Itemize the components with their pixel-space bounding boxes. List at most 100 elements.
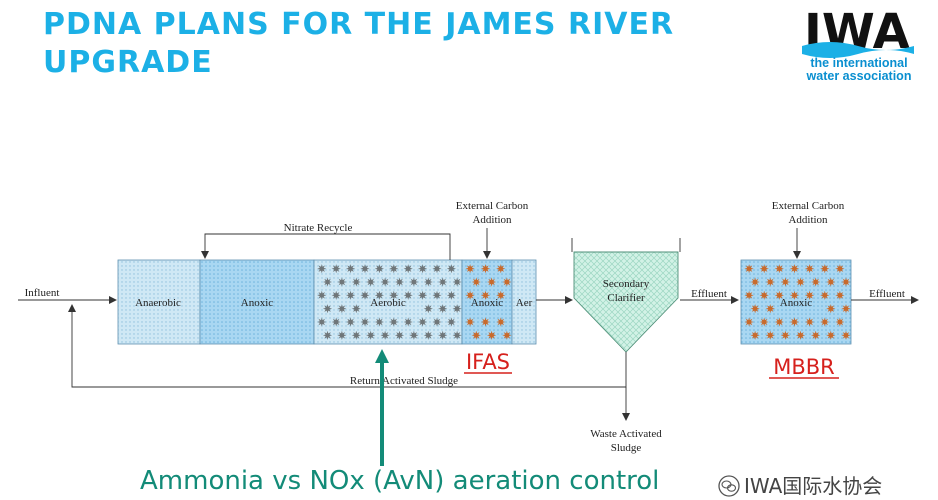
clarifier-label-1: Secondary [603, 278, 650, 290]
carrier-media-glyph [418, 317, 428, 327]
effluent-label-2: Effluent [869, 288, 905, 300]
carrier-media-glyph [465, 290, 475, 300]
title-line-1: PDNA PLANS FOR THE JAMES RIVER [43, 7, 675, 42]
logo-tagline-1: the international [810, 56, 908, 70]
carrier-media-glyph [765, 330, 775, 340]
carrier-media-glyph [820, 290, 830, 300]
carrier-media-glyph [811, 277, 821, 287]
carrier-media-glyph [423, 277, 433, 287]
carrier-media-glyph [351, 304, 361, 314]
carrier-media-glyph [432, 264, 442, 274]
carrier-media-glyph [317, 290, 327, 300]
carrier-media-glyph [317, 264, 327, 274]
carrier-media-glyph [826, 304, 836, 314]
aerobic-media [317, 264, 462, 340]
anaerobic-zone [117, 259, 201, 345]
carrier-media-glyph [446, 317, 456, 327]
carrier-media-glyph [346, 264, 356, 274]
carrier-media-glyph [322, 304, 333, 314]
anaerobic-label: Anaerobic [135, 297, 181, 309]
carrier-media-glyph [759, 317, 769, 327]
waste-sludge-label-2: Sludge [611, 442, 642, 454]
carrier-media-glyph [337, 277, 347, 287]
carrier-media-glyph [820, 264, 830, 274]
carrier-media-glyph [841, 277, 851, 287]
mbbr-anoxic-label: Anoxic [780, 297, 813, 309]
carrier-media-glyph [403, 317, 413, 327]
carrier-media-glyph [446, 264, 456, 274]
carrier-media-glyph [835, 317, 845, 327]
influent-label: Influent [25, 287, 60, 299]
carrier-media-glyph [403, 290, 413, 300]
carrier-media-glyph [471, 277, 481, 287]
effluent-label-1: Effluent [691, 288, 727, 300]
carrier-media-glyph [317, 317, 327, 327]
carrier-media-glyph [774, 264, 784, 274]
aerobic-zone [313, 259, 463, 345]
mbbr-external-carbon-label-2: Addition [788, 214, 828, 226]
carrier-media-glyph [389, 290, 399, 300]
carrier-media-glyph [795, 277, 806, 287]
logo-tagline-2: water association [806, 69, 912, 83]
carrier-media-glyph [438, 304, 448, 314]
carrier-media-glyph [480, 264, 491, 274]
carrier-media-glyph [374, 317, 384, 327]
carrier-media-glyph [337, 304, 347, 314]
carrier-media-glyph [346, 317, 356, 327]
external-carbon-label-1: External Carbon [456, 200, 529, 212]
aerobic-label: Aerobic [370, 297, 406, 309]
carrier-media-glyph [805, 264, 815, 274]
carrier-media-glyph [322, 330, 333, 340]
carrier-media-glyph [346, 290, 356, 300]
carrier-media-glyph [337, 330, 347, 340]
ifas-anoxic-zone [461, 259, 513, 345]
carrier-media-glyph [789, 264, 800, 274]
clarifier-label-2: Clarifier [607, 292, 645, 304]
carrier-media-glyph [360, 290, 370, 300]
carrier-media-glyph [487, 277, 497, 287]
carrier-media-glyph [423, 304, 433, 314]
carrier-media-glyph [811, 330, 821, 340]
carrier-media-glyph [465, 317, 475, 327]
nitrate-recycle-line [201, 233, 451, 260]
avn-caption: Ammonia vs NOx (AvN) aeration control [140, 466, 660, 496]
anoxic-zone [199, 259, 315, 345]
carrier-media-glyph [331, 264, 341, 274]
aer-zone [511, 259, 537, 345]
wave-icon [802, 42, 914, 58]
carrier-media-glyph [380, 277, 390, 287]
carrier-media-glyph [452, 304, 462, 314]
carrier-media-glyph [789, 290, 800, 300]
carrier-media-glyph [496, 290, 506, 300]
mbbr-media [744, 264, 851, 340]
carrier-media-glyph [750, 330, 760, 340]
ifas-label: IFAS [466, 350, 510, 374]
external-carbon-label-2: Addition [472, 214, 512, 226]
carrier-media-glyph [750, 277, 760, 287]
carrier-media-glyph [841, 304, 851, 314]
carrier-media-glyph [502, 277, 512, 287]
carrier-media-glyph [471, 330, 481, 340]
wechat-icon [718, 475, 740, 497]
carrier-media-glyph [480, 317, 491, 327]
carrier-media-glyph [780, 330, 790, 340]
carrier-media-glyph [744, 264, 754, 274]
carrier-media-glyph [789, 317, 800, 327]
carrier-media-glyph [360, 264, 370, 274]
carrier-media-glyph [403, 264, 413, 274]
mbbr-external-carbon-label-1: External Carbon [772, 200, 845, 212]
carrier-media-glyph [496, 264, 506, 274]
carrier-media-glyph [465, 264, 475, 274]
carrier-media-glyph [765, 277, 775, 287]
carrier-media-glyph [374, 290, 384, 300]
carrier-media-glyph [452, 277, 462, 287]
carrier-media-glyph [487, 330, 497, 340]
carrier-media-glyph [805, 317, 815, 327]
return-sludge-line [68, 304, 627, 388]
carrier-media-glyph [826, 330, 836, 340]
carrier-media-glyph [438, 330, 448, 340]
carrier-media-glyph [389, 264, 399, 274]
return-sludge-label: Return Activated Sludge [350, 375, 458, 387]
carrier-media-glyph [780, 277, 790, 287]
carrier-media-glyph [418, 290, 428, 300]
